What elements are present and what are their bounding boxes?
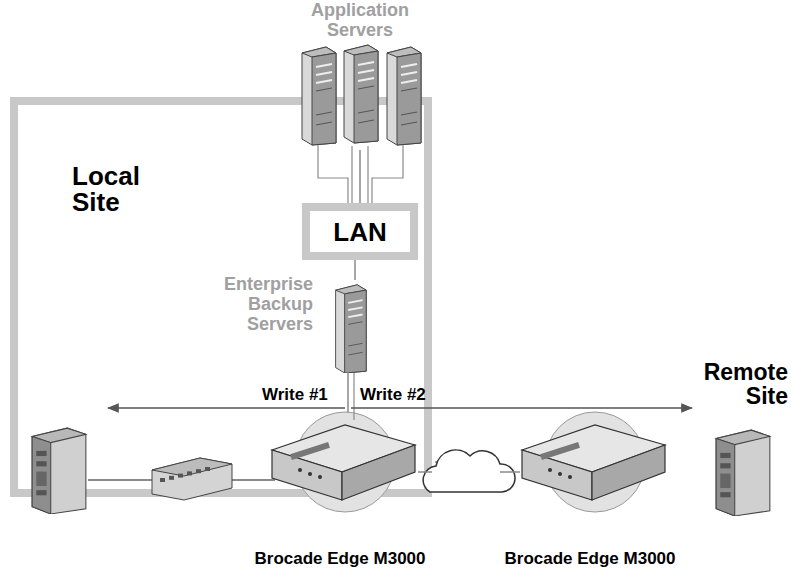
node-label: Local Site (72, 163, 152, 215)
storage-wires (88, 479, 275, 481)
server-group: Enterprise Backup Servers (195, 280, 372, 372)
device-halo (545, 412, 645, 512)
local-site-outline (14, 101, 428, 493)
application-server (302, 47, 336, 145)
backup-server (336, 285, 367, 373)
write-label: Write #1 (262, 386, 328, 404)
remote-storage (716, 430, 770, 516)
switch-port (160, 478, 165, 482)
switch-port (169, 476, 174, 480)
brocade-device (522, 425, 665, 500)
switch-port (196, 469, 201, 473)
application-server (344, 45, 378, 143)
write-label: Write #2 (360, 386, 426, 404)
switch-port (187, 471, 192, 475)
network-link (359, 150, 361, 203)
wan-link (418, 471, 432, 473)
lan-box: LAN (302, 203, 418, 260)
node-label: LAN (333, 217, 386, 247)
application-server (387, 47, 421, 145)
wan-link (500, 471, 520, 473)
switch-port (205, 467, 210, 471)
server-group: Application Servers (295, 0, 425, 150)
site-region: Local SiteLAN Enterprise Backup Servers (10, 97, 432, 497)
site-label: Remote Site (700, 360, 788, 408)
write-arrows (108, 407, 692, 409)
lan-wires (318, 145, 403, 420)
node-label: Brocade Edge M3000 (504, 549, 675, 569)
switch (152, 458, 232, 500)
node-label: Enterprise Backup Servers (195, 274, 313, 334)
network-link (347, 372, 349, 412)
brocade-device (272, 425, 415, 500)
node-label: Brocade Edge M3000 (254, 549, 425, 569)
switch-port (178, 474, 183, 478)
network-link (354, 260, 356, 280)
node-label: Application Servers (300, 0, 420, 40)
wan-cloud (423, 450, 515, 492)
network-link (435, 461, 495, 463)
brocade-device: Brocade Edge M3000 (495, 412, 685, 575)
local-storage (32, 428, 86, 514)
device-halo (295, 412, 395, 512)
brocade-device: Brocade Edge M3000 (245, 412, 435, 575)
